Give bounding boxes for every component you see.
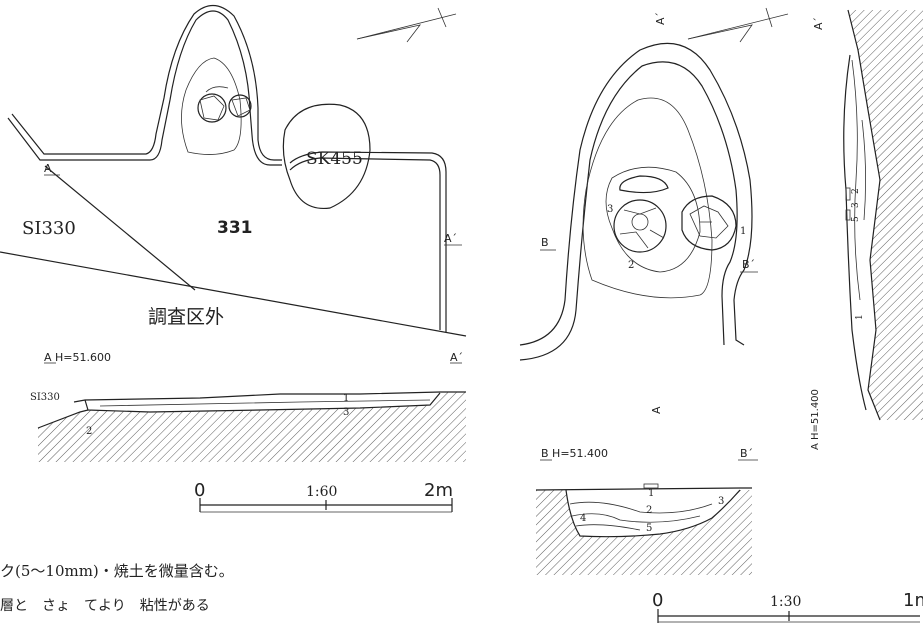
note-line-2: 層と さょ てより 粘性がある xyxy=(0,598,210,614)
section-b-layer-1: 1 xyxy=(648,488,654,499)
right-plan-layer-3: 3 xyxy=(607,204,613,215)
right-plan-a-label: A xyxy=(650,406,663,414)
right-plan-a-prime-label: A´ xyxy=(654,12,667,25)
vertical-section-top-label: A´ xyxy=(812,17,825,30)
note-line-1: ク(5〜10mm)・焼土を微量含む。 xyxy=(0,562,234,580)
sk455-outline xyxy=(282,103,371,210)
pit-outline xyxy=(7,10,282,166)
si330-label: SI330 xyxy=(22,218,76,239)
scale-right-ratio: 1:30 xyxy=(770,594,801,610)
outside-area-label: 調査区外 xyxy=(148,306,224,328)
vertical-layer-1: 1 xyxy=(855,314,865,320)
point-b-prime-label: B´ xyxy=(742,258,755,271)
plan-right: A´ 3 1 2 B B´ A xyxy=(519,7,789,414)
scale-left-ratio: 1:60 xyxy=(306,484,337,500)
section-a-label: A H=51.600 xyxy=(44,351,111,364)
point-a-prime-label: A´ xyxy=(444,232,457,245)
scale-bar-left: 0 1:60 2m xyxy=(194,480,453,513)
section-b-layer-4: 4 xyxy=(580,513,586,524)
scale-bar-right: 0 1:30 1m xyxy=(652,590,923,623)
right-plan-layer-2: 2 xyxy=(628,260,634,271)
vertical-layer-2: 2 xyxy=(851,188,861,194)
north-arrow-right-icon xyxy=(687,7,789,43)
point-b-label: B xyxy=(541,236,549,249)
layer-notes: ク(5〜10mm)・焼土を微量含む。 層と さょ てより 粘性がある xyxy=(0,562,234,614)
scale-left-end: 2m xyxy=(424,480,453,501)
right-plan-layer-1: 1 xyxy=(740,226,746,237)
north-arrow-left-icon xyxy=(356,7,457,43)
section-right-vertical: A´ 2 3 5 1 A H=51.400 xyxy=(810,9,923,450)
section-b-layer-3: 3 xyxy=(718,496,724,507)
vertical-section-label: A H=51.400 xyxy=(810,389,821,450)
feature-number-label: 331 xyxy=(217,218,253,238)
section-b-end-label: B´ xyxy=(740,447,753,460)
sk455-label: SK455 xyxy=(306,149,363,169)
stone-cluster-left xyxy=(197,86,252,123)
section-left: A H=51.600 A´ SI330 1 3 2 xyxy=(30,351,466,462)
point-a-label: A xyxy=(44,162,52,175)
scale-right-start: 0 xyxy=(652,590,663,611)
section-left-layer-2: 2 xyxy=(86,426,92,437)
vertical-layer-3: 3 xyxy=(851,202,861,208)
section-left-layer-1: 1 xyxy=(343,393,349,404)
stone-cluster-right xyxy=(613,175,737,253)
vertical-layer-5: 5 xyxy=(851,216,861,222)
scale-left-start: 0 xyxy=(194,480,205,501)
section-b-label: B H=51.400 xyxy=(541,447,608,460)
section-b-layer-2: 2 xyxy=(646,505,652,516)
pit-outline-right xyxy=(519,42,753,346)
section-b-layer-5: 5 xyxy=(646,523,652,534)
section-si330-label: SI330 xyxy=(30,392,60,403)
plan-left: SK455 SI330 331 調査区外 A A´ xyxy=(0,4,467,337)
section-left-layer-3: 3 xyxy=(343,407,349,418)
section-b: B H=51.400 B´ 1 2 3 4 5 xyxy=(535,447,758,575)
scale-right-end: 1m xyxy=(903,590,923,611)
section-a-end-label: A´ xyxy=(450,351,463,364)
